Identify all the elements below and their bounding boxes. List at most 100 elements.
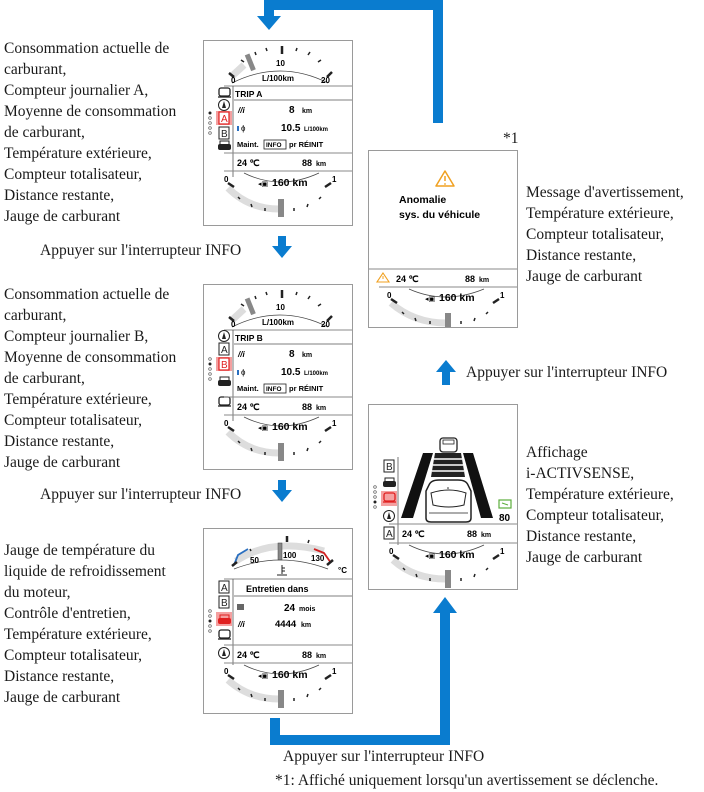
- flow-line-bottom-vertical-right: [440, 612, 450, 745]
- svg-text:ɸ: ɸ: [241, 124, 246, 133]
- coolant-low-label: 50: [250, 556, 259, 565]
- fuel-gauge-ticks: [227, 673, 332, 701]
- distance-to-empty: 160 km: [272, 669, 308, 681]
- fuel-gauge-ticks: [227, 181, 332, 211]
- trip-distance-value: 8: [289, 105, 295, 116]
- svg-text:B: B: [221, 598, 228, 609]
- page-indicator-dots: [373, 485, 377, 509]
- gauge-unit-label: L/100km: [262, 318, 294, 327]
- flow-arrow-shaft-2: [278, 480, 286, 492]
- car-front-icon: [218, 396, 231, 407]
- gauge-mid-label: 10: [276, 59, 285, 68]
- svg-text:km: km: [316, 161, 326, 168]
- warning-message-line2: sys. du véhicule: [399, 209, 480, 221]
- coolant-gauge-arc: [234, 542, 325, 564]
- fuel-needle: [445, 313, 451, 327]
- svg-text:Maint.: Maint.: [237, 140, 259, 149]
- trip-a-icon: [218, 111, 230, 125]
- svg-text:km: km: [479, 277, 489, 284]
- footnote: *1: Affiché uniquement lorsqu'un avertis…: [275, 772, 659, 789]
- page-indicator-dots: [208, 111, 212, 135]
- svg-text:A: A: [221, 583, 228, 594]
- fuel-max-label: 1: [332, 667, 337, 676]
- road-lanes: [401, 453, 493, 518]
- display-screen-trip-b: 0 10 20 L/100km A B TRIP B //i 8 km ɸ 10…: [203, 284, 353, 470]
- fuel-max-label: 1: [500, 291, 505, 300]
- trip-a-icon: [218, 580, 230, 594]
- distance-to-empty: 160 km: [272, 177, 308, 189]
- screen-title: TRIP A: [235, 89, 262, 99]
- gauge-min-label: 0: [231, 320, 236, 329]
- fuel-min-label: 0: [387, 291, 392, 300]
- consumption-gauge-ticks: [228, 46, 333, 78]
- svg-text:INFO: INFO: [266, 386, 282, 393]
- own-vehicle-icon: [425, 479, 472, 523]
- lead-vehicle-icon: [439, 437, 458, 453]
- coolant-hot-zone: [313, 548, 332, 564]
- fuel-needle: [278, 443, 284, 461]
- calendar-icon: [237, 604, 244, 610]
- odometer-value: 88: [302, 402, 312, 412]
- i-activsense-display: 80 B A 24 ℃ 88 km 0 1 ◂▣: [373, 437, 517, 588]
- fuel-needle: [278, 690, 284, 708]
- gauge-mid-label: 10: [276, 303, 285, 312]
- reset-hint: pr RÉINIT: [289, 384, 324, 393]
- svg-text:Maint.: Maint.: [237, 384, 259, 393]
- warning-message-line1: Anomalie: [399, 194, 446, 206]
- car-side-icon: [218, 376, 231, 386]
- trip-b-icon: [218, 126, 230, 140]
- average-consumption-icon: [237, 370, 239, 375]
- fuel-pump-icon: ◂▣: [258, 425, 268, 432]
- gauge-min-label: 0: [231, 76, 236, 85]
- fuel-gauge-arc: [225, 677, 280, 703]
- trip-distance-icon: //i: [237, 106, 245, 115]
- fuel-gauge-ticks: [390, 297, 500, 324]
- car-side-icon: [383, 477, 396, 487]
- trip-b-display: 0 10 20 L/100km A B TRIP B //i 8 km ɸ 10…: [208, 290, 352, 461]
- page-indicator-dots: [208, 609, 212, 633]
- warning-triangle-icon: [435, 170, 455, 187]
- svg-text:A: A: [221, 114, 228, 125]
- fuel-gauge-ticks: [227, 425, 332, 455]
- svg-text:A: A: [386, 529, 393, 540]
- odometer-value: 88: [302, 650, 312, 660]
- distance-icon: //i: [237, 620, 245, 629]
- flow-line-bottom-horizontal: [270, 735, 450, 745]
- svg-text:km: km: [316, 405, 326, 412]
- svg-text:km: km: [302, 352, 312, 359]
- maintenance-display: 50 100 130 °C A B Entretien dans 24 mois…: [208, 536, 352, 708]
- instruction-caption: Appuyer sur l'interrupteur INFO: [466, 364, 668, 381]
- outside-temperature: 24 ℃: [402, 529, 425, 539]
- svg-text:B: B: [221, 360, 228, 371]
- svg-text:km: km: [301, 622, 311, 629]
- svg-text:INFO: INFO: [266, 142, 282, 149]
- arrow-down-icon: [272, 490, 292, 502]
- outside-temperature: 24 ℃: [237, 650, 260, 660]
- svg-text:km: km: [302, 108, 312, 115]
- car-front-icon: [218, 87, 231, 98]
- flow-arrow-shaft-3: [442, 371, 450, 385]
- trip-distance-value: 8: [289, 349, 295, 360]
- gauge-unit-label: L/100km: [262, 74, 294, 83]
- svg-text:km: km: [481, 532, 491, 539]
- arrow-down-icon: [257, 16, 281, 30]
- warning-display: Anomalie sys. du véhicule 24 ℃ 88 km 0 1…: [369, 170, 517, 327]
- distance-to-empty: 160 km: [439, 549, 475, 561]
- fuel-min-label: 0: [224, 667, 229, 676]
- arrow-down-icon: [272, 246, 292, 258]
- screen-title: Entretien dans: [246, 584, 309, 594]
- trip-b-description: Consommation actuelle de carburant, Comp…: [4, 286, 177, 471]
- svg-text:B: B: [386, 462, 393, 473]
- flow-line-top-horizontal: [264, 0, 443, 10]
- svg-text:L/100km: L/100km: [304, 371, 328, 377]
- svg-text:km: km: [316, 653, 326, 660]
- gauge-max-label: 20: [321, 76, 330, 85]
- flow-line-top-vertical-right: [433, 0, 443, 123]
- display-screen-warning: Anomalie sys. du véhicule 24 ℃ 88 km 0 1…: [368, 150, 518, 328]
- coolant-unit-label: °C: [338, 566, 347, 575]
- fuel-needle: [278, 199, 284, 217]
- speed-limit-value: 80: [499, 513, 511, 524]
- coolant-cold-zone: [233, 548, 249, 566]
- coolant-gauge-ticks: [231, 536, 334, 567]
- svg-text:mois: mois: [299, 606, 315, 613]
